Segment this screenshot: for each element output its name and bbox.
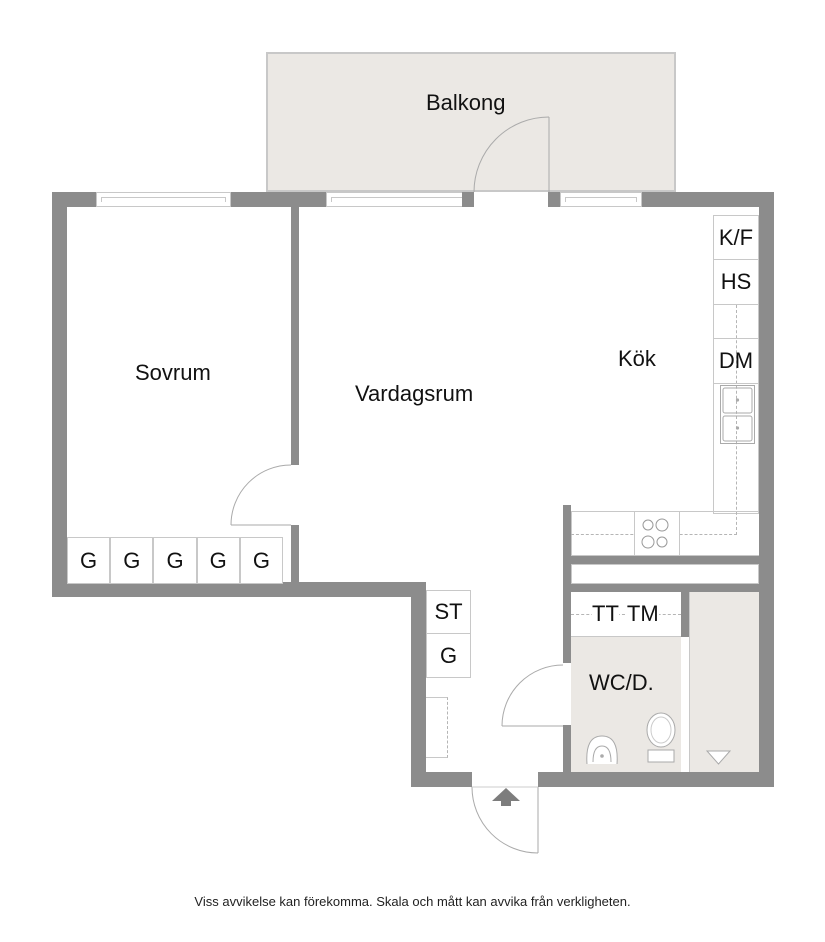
counter-edge-line: [736, 305, 737, 535]
balcony-area: [266, 52, 676, 192]
kitchen-unit-dishwasher: DM: [713, 338, 759, 384]
room-label-kitchen: Kök: [618, 346, 656, 371]
wall-laundry-top: [563, 584, 774, 592]
hall-bench: [426, 697, 448, 758]
entrance-arrow-icon: [492, 788, 520, 806]
hall-unit-storage: ST: [426, 590, 471, 634]
wall-bedroom-bottom: [52, 582, 422, 597]
wall-kitchen-bottom: [563, 556, 774, 564]
laundry-units: TT TM: [592, 601, 659, 627]
window-living-room: [326, 192, 468, 207]
wall-left: [52, 192, 67, 597]
wardrobe-unit: G: [67, 537, 111, 584]
room-label-bedroom: Sovrum: [135, 360, 211, 385]
wardrobe-unit: G: [153, 537, 197, 584]
washbasin-icon: [586, 735, 618, 765]
wall-hall-bottom-left: [411, 772, 472, 787]
wardrobe-unit: G: [110, 537, 154, 584]
wall-bath-left-lower: [563, 725, 571, 780]
entrance-door-icon: [471, 786, 539, 854]
laundry-edge-line: [571, 614, 681, 615]
shelf-strip: [571, 564, 759, 584]
room-label-balcony: Balkong: [426, 90, 506, 115]
wall-hall-left: [411, 582, 426, 787]
wall-top-4: [548, 192, 560, 207]
wall-hall-bottom-right: [538, 772, 774, 787]
wardrobe-unit: G: [239, 537, 284, 584]
bathroom-door-icon: [501, 664, 564, 727]
wall-top-5: [642, 192, 774, 207]
shower-floor: [689, 592, 759, 772]
wall-partition-upper: [291, 207, 299, 465]
hall-unit-wardrobe: G: [426, 633, 471, 678]
floor-drain-icon: [705, 750, 732, 765]
disclaimer-text: Viss avvikelse kan förekomma. Skala och …: [194, 894, 631, 909]
toilet-icon: [646, 712, 676, 763]
kitchen-unit-high-cabinet: HS: [713, 259, 759, 305]
wardrobe-unit: G: [196, 537, 240, 584]
wall-top-3: [462, 192, 474, 207]
stove-icon: [634, 511, 680, 556]
window-kitchen: [560, 192, 642, 207]
wardrobe-row: G G G G G: [67, 537, 284, 584]
kitchen-unit-fridge-freezer: K/F: [713, 215, 759, 260]
sink-icon: [720, 385, 755, 444]
wall-right: [759, 192, 774, 787]
balcony-door-icon: [473, 116, 550, 193]
window-bedroom: [96, 192, 231, 207]
wall-top-2: [231, 192, 326, 207]
tumble-dryer-label: TT: [592, 601, 619, 627]
washing-machine-label: TM: [626, 601, 659, 627]
wall-partition-lower: [291, 525, 299, 585]
wall-laundry-partition: [681, 592, 689, 637]
bedroom-door-icon: [230, 464, 292, 526]
room-label-bathroom: WC/D.: [589, 670, 654, 695]
room-label-living-room: Vardagsrum: [355, 381, 474, 406]
